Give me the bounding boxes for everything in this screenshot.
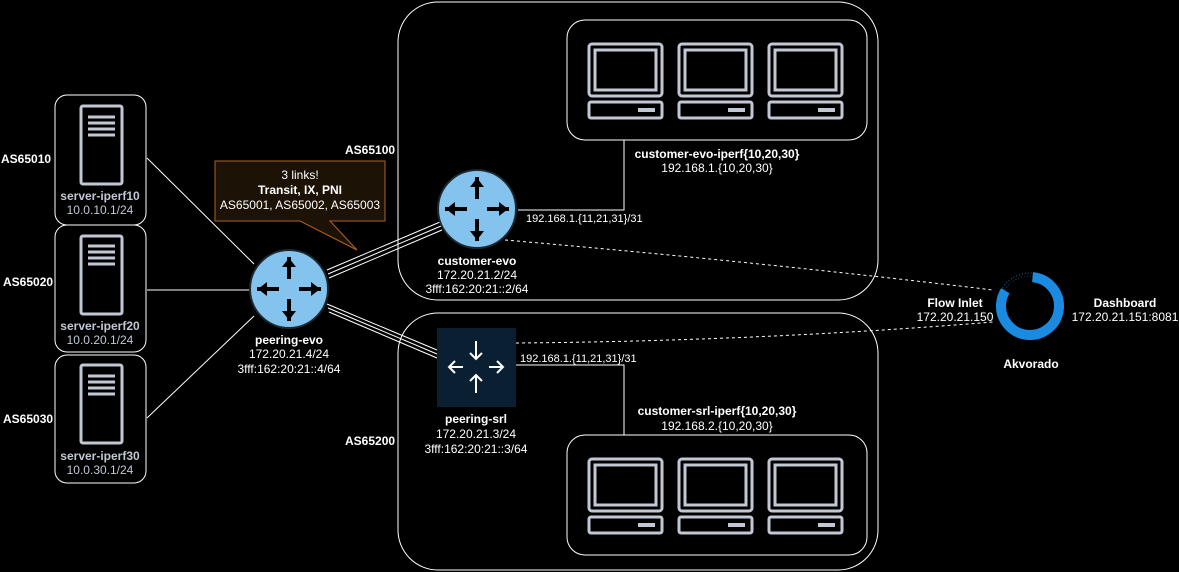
callout-line3: AS65001, AS65002, AS65003: [220, 198, 380, 212]
customer-evo-ipv6: 3fff:162:20:21::2/64: [426, 282, 529, 296]
customer-evo-iperf-group: [566, 19, 868, 141]
server-iperf20[interactable]: server-iperf20 10.0.20.1/24: [54, 224, 147, 353]
peering-srl-router[interactable]: [437, 328, 516, 407]
peering-evo-router[interactable]: [249, 249, 329, 329]
customer-srl-iperf-hosts: [587, 457, 844, 535]
as-label-65020: AS65020: [3, 275, 53, 289]
as65100-group: [397, 1, 879, 301]
links: [146, 140, 994, 435]
server-iperf30[interactable]: server-iperf30 10.0.30.1/24: [54, 354, 147, 484]
dashboard-ip: 172.20.21.151:8081: [1072, 310, 1179, 324]
peering-srl-link-label: 192.168.1.{11,21,31}/31: [520, 353, 637, 365]
customer-evo-link-label: 192.168.1.{11,21,31}/31: [526, 213, 643, 225]
computer-icon: [677, 42, 754, 120]
customer-evo-iperf-hosts: [587, 42, 844, 120]
peering-evo-ipv6: 3fff:162:20:21::4/64: [238, 362, 341, 376]
as-label-65010: AS65010: [1, 152, 51, 166]
server-ip: 10.0.20.1/24: [67, 333, 134, 347]
computer-icon: [767, 457, 844, 535]
customer-evo-name: customer-evo: [438, 254, 517, 268]
peering-srl-name: peering-srl: [445, 412, 507, 426]
callout-links: 3 links! Transit, IX, PNI AS65001, AS650…: [214, 160, 386, 251]
akvorado-logo-icon: [996, 272, 1064, 340]
customer-srl-iperf-group: [566, 434, 868, 556]
as-label-65100: AS65100: [345, 143, 395, 157]
computer-icon: [677, 457, 754, 535]
dashboard-label: Dashboard: [1094, 296, 1157, 310]
server-ip: 10.0.30.1/24: [67, 463, 134, 477]
customer-srl-iperf-name: customer-srl-iperf{10,20,30}: [638, 404, 797, 418]
server-name: server-iperf10: [60, 189, 140, 203]
as65200-group: [397, 312, 879, 571]
server-ip: 10.0.10.1/24: [67, 203, 134, 217]
server-iperf10[interactable]: server-iperf10 10.0.10.1/24: [54, 94, 147, 226]
callout-line2: Transit, IX, PNI: [258, 183, 342, 197]
flow-inlet-label: Flow Inlet: [927, 296, 982, 310]
customer-evo-iperf-subnet: 192.168.1.{10,20,30}: [661, 161, 772, 175]
customer-evo-router[interactable]: [437, 169, 517, 249]
flow-inlet-ip: 172.20.21.150: [917, 310, 994, 324]
computer-icon: [767, 42, 844, 120]
peering-evo-name: peering-evo: [255, 333, 323, 347]
server-name: server-iperf30: [60, 449, 140, 463]
server-icon: [79, 363, 124, 445]
computer-icon: [587, 457, 664, 535]
computer-icon: [587, 42, 664, 120]
router-arrows-icon: [445, 177, 509, 241]
srl-arrows-icon: [447, 341, 505, 393]
as-label-65030: AS65030: [3, 412, 53, 426]
server-icon: [79, 234, 124, 316]
server-name: server-iperf20: [60, 319, 140, 333]
peering-evo-ipv4: 172.20.21.4/24: [249, 347, 329, 361]
callout-line1: 3 links!: [281, 168, 318, 182]
router-arrows-icon: [257, 257, 321, 321]
server-icon: [79, 104, 124, 186]
peering-srl-ipv6: 3fff:162:20:21::3/64: [425, 442, 528, 456]
akvorado-name: Akvorado: [1003, 357, 1058, 371]
customer-srl-iperf-subnet: 192.168.2.{10,20,30}: [661, 419, 772, 433]
akvorado-node[interactable]: [996, 272, 1064, 340]
peering-srl-ipv4: 172.20.21.3/24: [436, 427, 516, 441]
customer-evo-ipv4: 172.20.21.2/24: [437, 268, 517, 282]
customer-evo-iperf-name: customer-evo-iperf{10,20,30}: [635, 147, 800, 161]
as-label-65200: AS65200: [345, 434, 395, 448]
